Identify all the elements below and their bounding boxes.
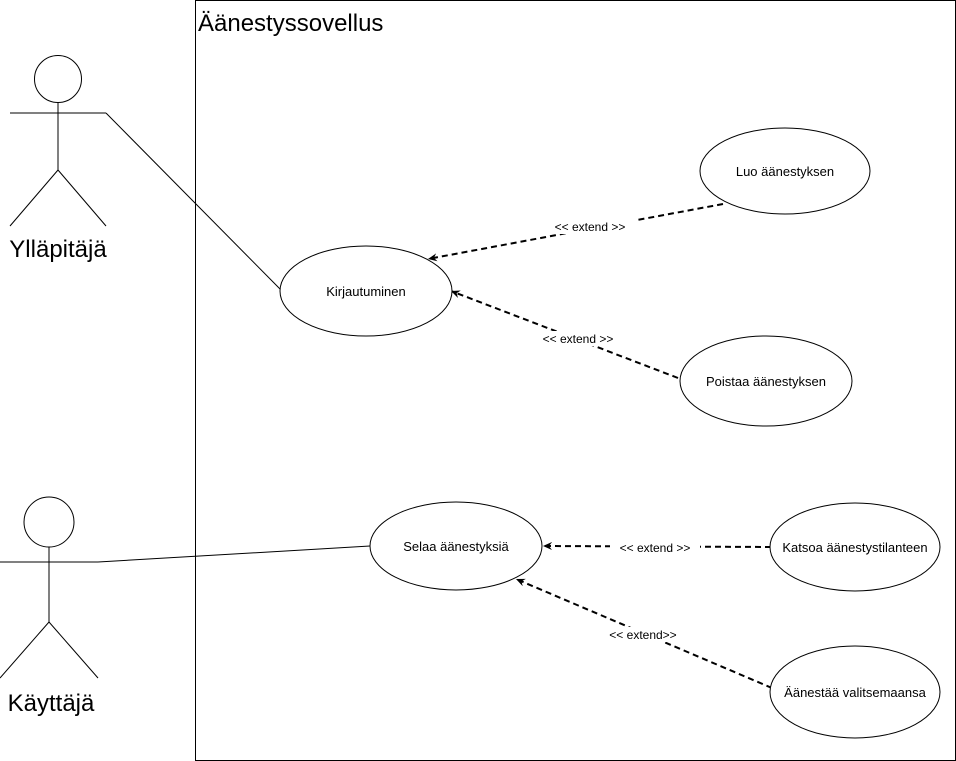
system-title: Äänestyssovellus (198, 10, 383, 37)
actor-user-leg-right (48, 621, 99, 679)
actor-admin-label: Ylläpitäjä (9, 236, 107, 263)
use-case-browse-label: Selaa äänestyksiä (403, 539, 509, 554)
extend-delete-label: << extend >> (543, 332, 614, 346)
actor-admin-head (34, 55, 82, 103)
association-admin-login (105, 112, 283, 292)
actor-admin-leg-left (9, 169, 59, 227)
use-case-vote-label: Äänestää valitsemaansa (784, 685, 926, 700)
actor-user-head (23, 496, 75, 548)
association-user-browse (97, 545, 371, 563)
use-case-view-status-label: Katsoa äänestystilanteen (782, 540, 927, 555)
use-case-vote: Äänestää valitsemaansa (769, 645, 941, 739)
extend-vote-label-bg (600, 627, 686, 642)
extend-view-label-bg (610, 540, 700, 555)
use-case-browse: Selaa äänestyksiä (369, 501, 543, 591)
actor-admin-leg-right (57, 169, 107, 227)
use-case-create-label: Luo äänestyksen (736, 164, 834, 179)
use-case-delete-label: Poistaa äänestyksen (706, 374, 826, 389)
actor-admin (9, 55, 107, 227)
use-case-login: Kirjautuminen (279, 245, 453, 337)
use-case-create: Luo äänestyksen (699, 127, 871, 215)
actor-user-leg-left (0, 621, 50, 679)
actor-user (0, 496, 99, 679)
use-case-delete: Poistaa äänestyksen (679, 335, 853, 427)
actor-user-label: Käyttäjä (8, 690, 95, 717)
extend-vote-label: << extend>> (609, 628, 676, 642)
extend-create-label-bg (545, 219, 635, 234)
extend-delete-label-bg (531, 331, 625, 346)
use-case-view-status: Katsoa äänestystilanteen (769, 502, 941, 592)
extend-vote-browse (515, 578, 773, 689)
extend-create-label: << extend >> (555, 220, 626, 234)
extend-view-label: << extend >> (620, 541, 691, 555)
use-case-login-label: Kirjautuminen (326, 284, 406, 299)
